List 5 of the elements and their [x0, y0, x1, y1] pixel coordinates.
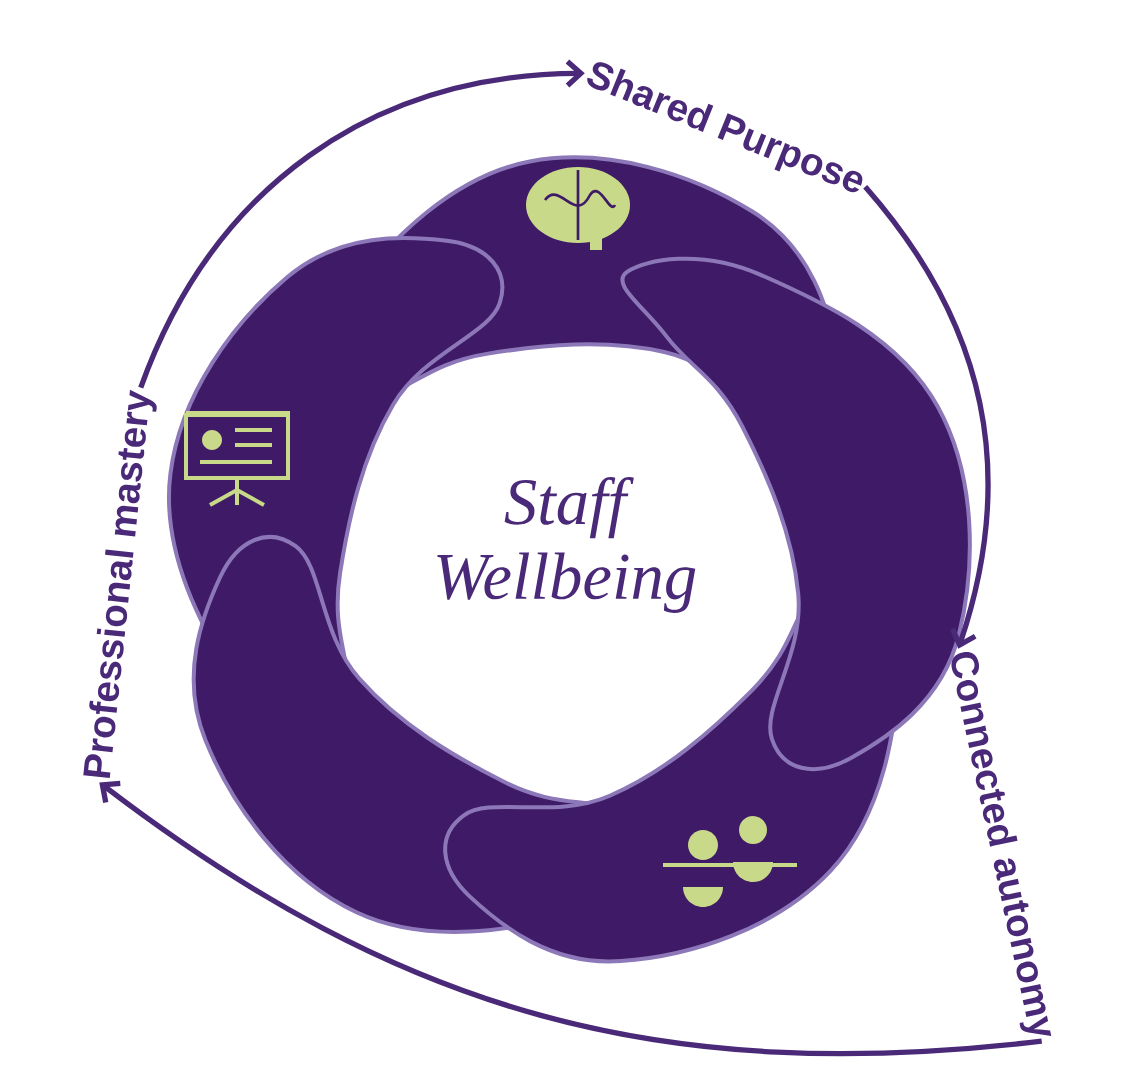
cycle-arrow [863, 184, 991, 649]
cycle-arrow [138, 59, 585, 389]
stage-label: Professional mastery [83, 389, 157, 778]
center-title: Staff Wellbeing [437, 477, 696, 613]
cycle-arrow [99, 780, 1042, 1057]
